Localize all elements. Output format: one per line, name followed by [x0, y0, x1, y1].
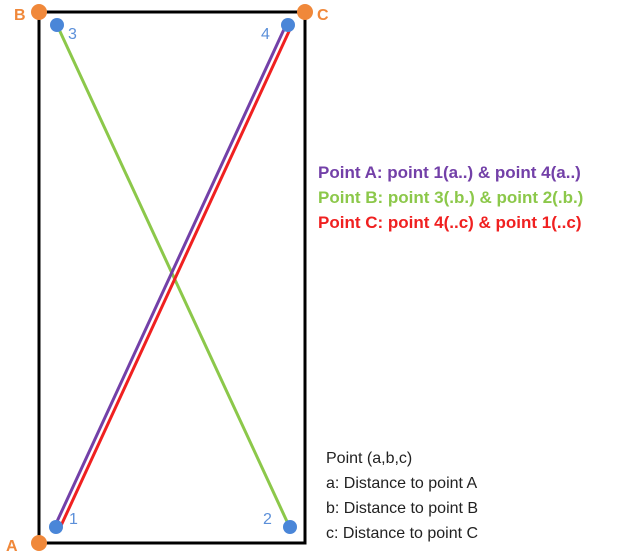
corner-b-label: B	[14, 7, 26, 24]
point-1-marker	[49, 520, 63, 534]
frame-rectangle	[37, 10, 307, 545]
notes-b: b: Distance to point B	[326, 500, 479, 517]
legend-point-b: Point B: point 3(.b.) & point 2(.b.)	[318, 188, 584, 207]
legend-point-c: Point C: point 4(..c) & point 1(..c)	[318, 213, 582, 232]
notes-a: a: Distance to point A	[326, 475, 478, 492]
corner-b-marker	[31, 4, 47, 20]
notes-c: c: Distance to point C	[326, 525, 479, 542]
line-point1-point4-purple	[52, 24, 288, 529]
notes-title: Point (a,b,c)	[326, 450, 413, 467]
point-3-label: 3	[68, 26, 77, 43]
line-point1-point4-red	[57, 26, 293, 531]
notes: Point (a,b,c) a: Distance to point A b: …	[326, 446, 478, 546]
point-2-label: 2	[263, 511, 272, 528]
point-2-marker	[283, 520, 297, 534]
corner-a-marker	[31, 535, 47, 551]
corner-a-label: A	[6, 538, 18, 555]
corner-c-marker	[297, 4, 313, 20]
point-4-label: 4	[261, 26, 270, 43]
legend-point-a: Point A: point 1(a..) & point 4(a..)	[318, 163, 581, 182]
point-1-label: 1	[69, 511, 78, 528]
point-4-marker	[281, 18, 295, 32]
line-point3-point2	[55, 24, 292, 529]
point-3-marker	[50, 18, 64, 32]
corner-c-label: C	[317, 7, 329, 24]
legend: Point A: point 1(a..) & point 4(a..) Poi…	[318, 160, 583, 235]
